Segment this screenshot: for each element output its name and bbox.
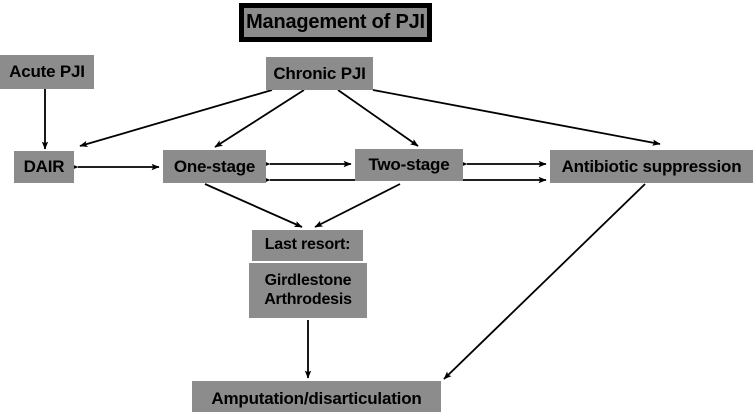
node-girdlestone-label: Girdlestone bbox=[264, 272, 352, 290]
node-chronic-pji[interactable]: Chronic PJI bbox=[266, 57, 373, 90]
node-dair[interactable]: DAIR bbox=[14, 151, 74, 183]
edge-chronic-to-antibiotic bbox=[372, 89, 661, 146]
edge-chronic-to-one-stage bbox=[214, 89, 305, 148]
node-antibiotic-suppression[interactable]: Antibiotic suppression bbox=[550, 150, 753, 183]
node-girdlestone-arthrodesis[interactable]: Girdlestone Arthrodesis bbox=[249, 263, 367, 318]
diagram-title: Management of PJI bbox=[239, 3, 432, 42]
node-one-stage[interactable]: One-stage bbox=[163, 150, 266, 183]
node-amputation-disarticulation[interactable]: Amputation/disarticulation bbox=[192, 381, 441, 412]
edge-chronic-to-dair bbox=[79, 89, 273, 148]
edge-one-stage-to-last-resort bbox=[204, 183, 303, 228]
node-last-resort[interactable]: Last resort: bbox=[252, 230, 363, 261]
edge-two-stage-to-last-resort bbox=[314, 183, 401, 228]
edge-antibiotic-to-amputation bbox=[443, 183, 646, 380]
node-two-stage[interactable]: Two-stage bbox=[355, 149, 463, 181]
node-acute-pji[interactable]: Acute PJI bbox=[0, 55, 94, 89]
node-arthrodesis-label: Arthrodesis bbox=[264, 290, 352, 308]
edge-chronic-to-two-stage bbox=[337, 89, 419, 147]
